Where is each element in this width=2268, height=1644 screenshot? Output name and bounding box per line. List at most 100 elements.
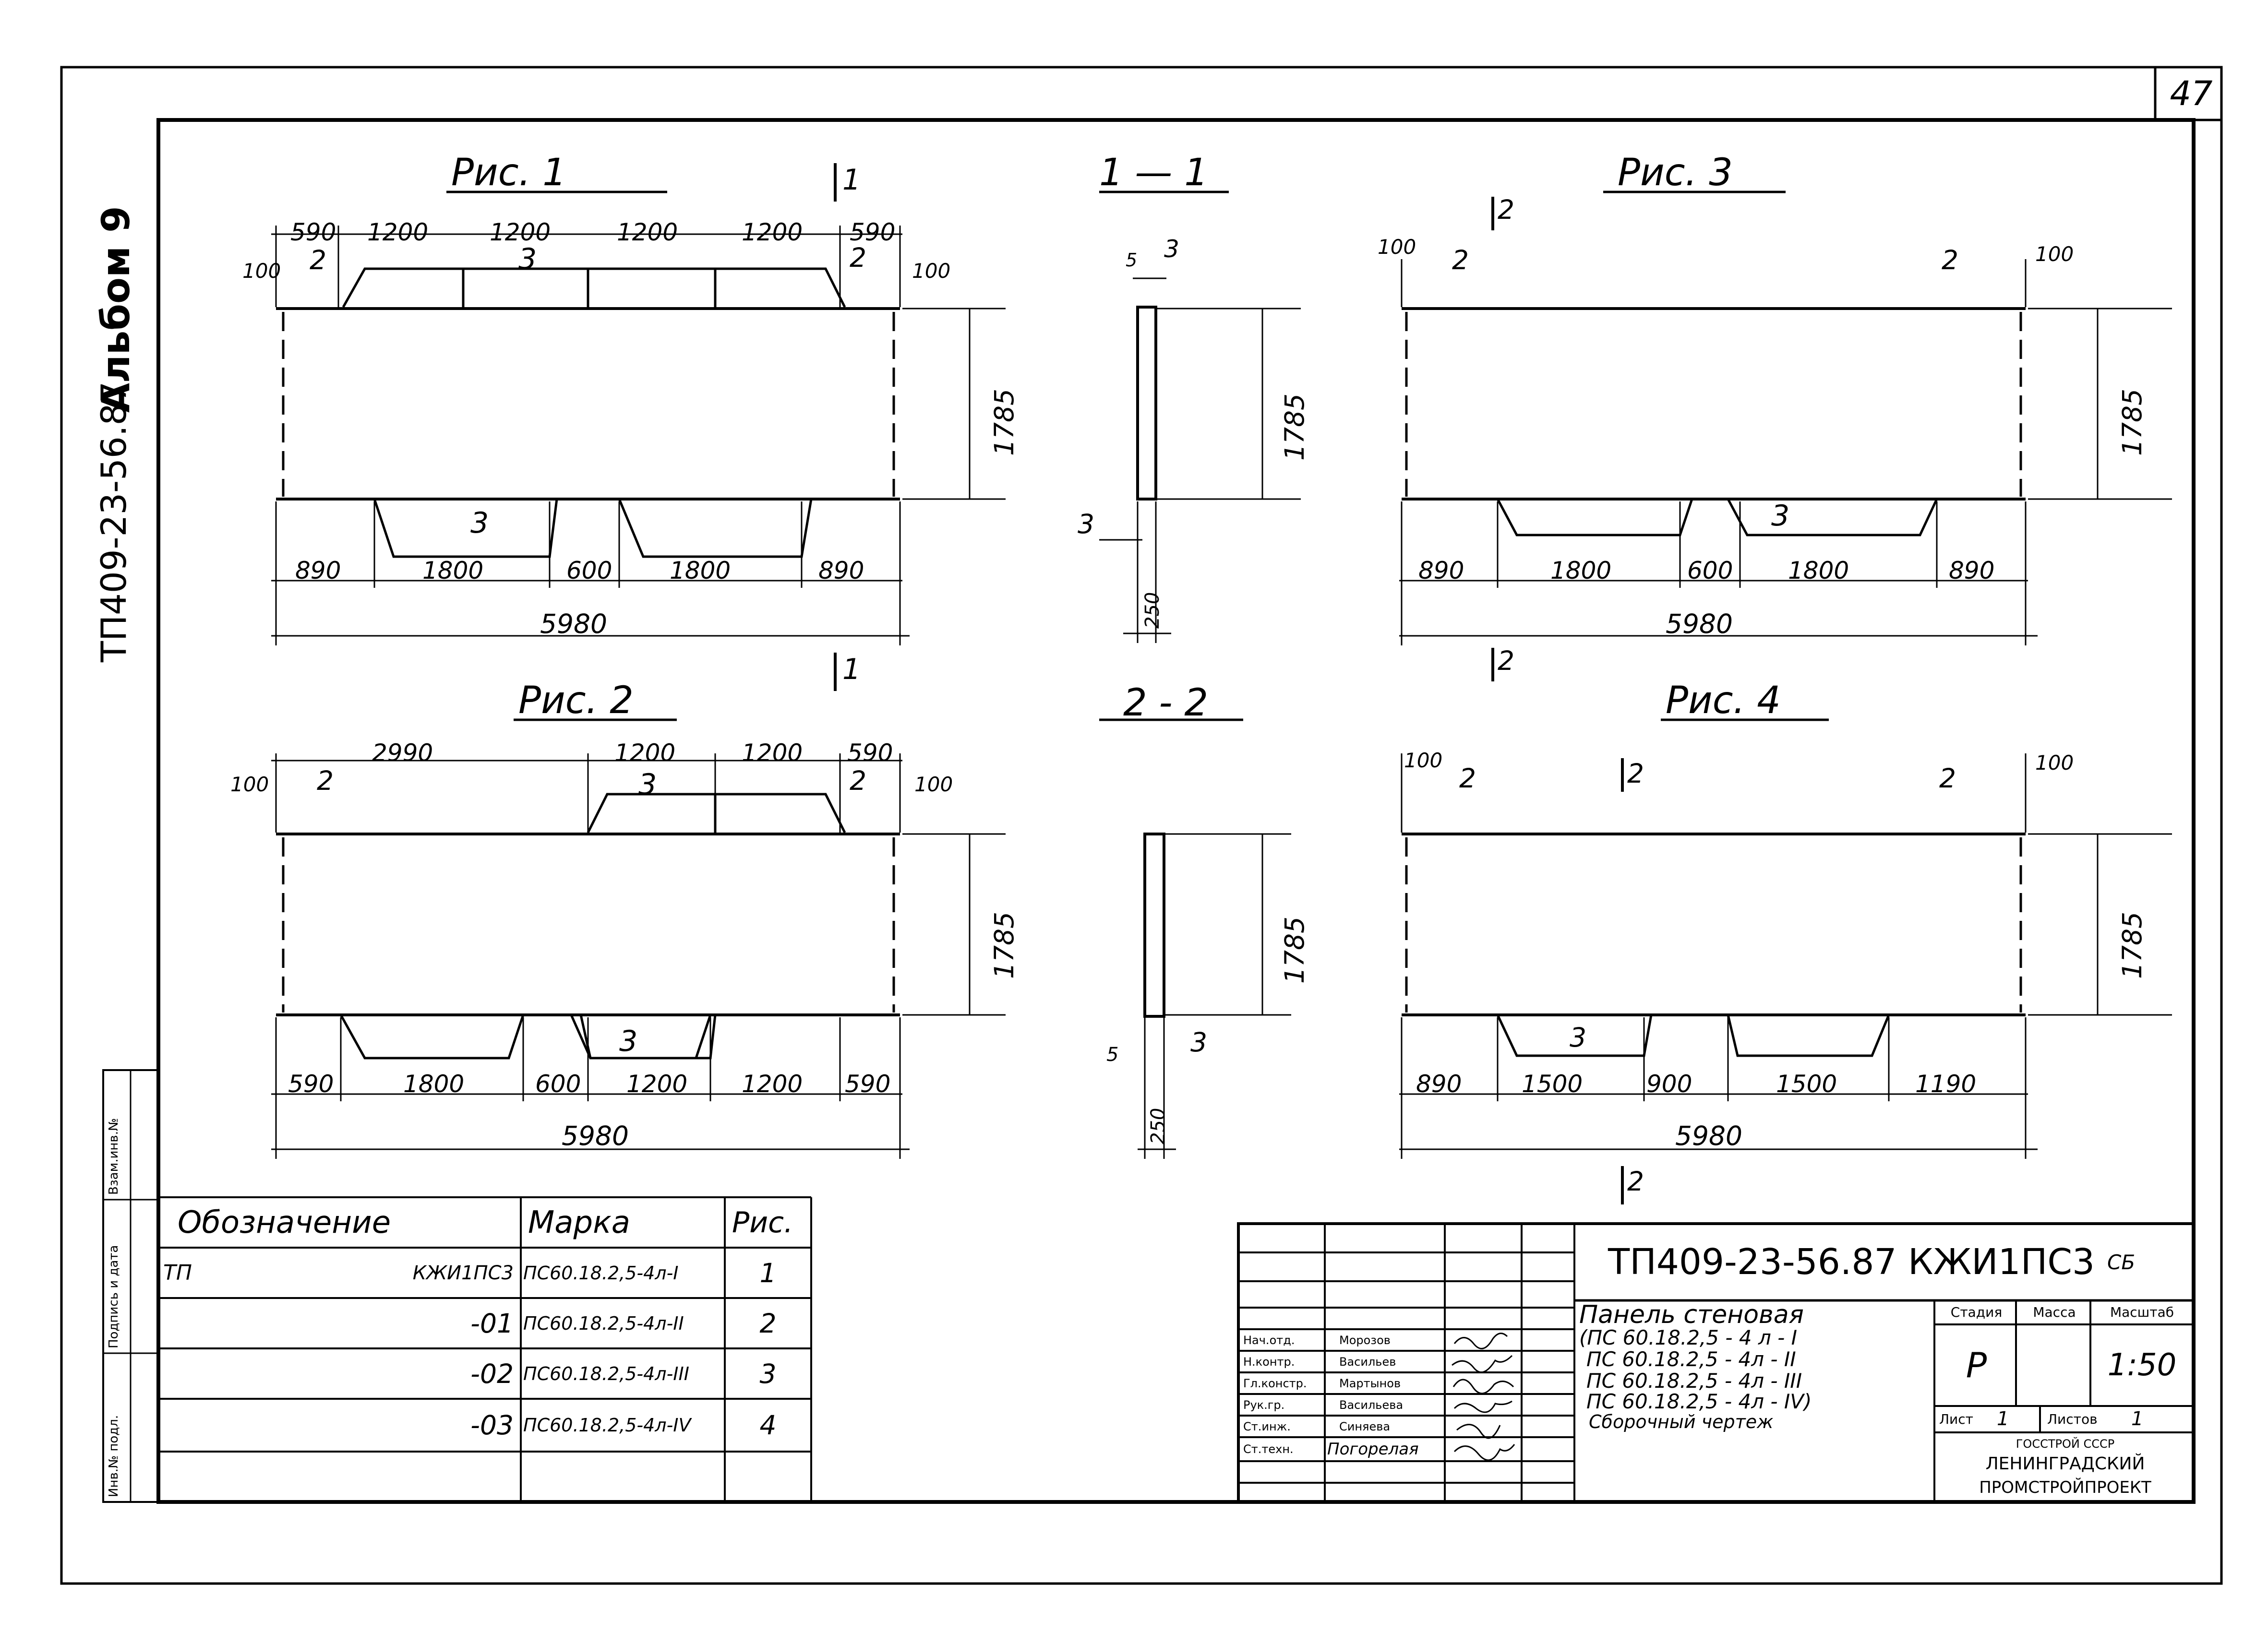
section-2-2-title: 2 - 2 bbox=[1123, 681, 1208, 725]
fig3-label-c: 3 bbox=[1771, 499, 1790, 533]
fig1-bottom-dim-3: 1800 bbox=[670, 557, 731, 584]
mass-label: Масса bbox=[2033, 1304, 2076, 1320]
sheet-number: 47 bbox=[2170, 74, 2213, 113]
fig1-bottom-dim-0: 890 bbox=[295, 557, 341, 584]
fig3-bottom-dim-3: 1800 bbox=[1788, 557, 1849, 584]
fig1-label-c: 2 bbox=[850, 242, 866, 273]
person-name: Мартынов bbox=[1339, 1376, 1401, 1390]
fig4-edge-left: 100 bbox=[1404, 749, 1443, 772]
fig2-total: 5980 bbox=[562, 1120, 629, 1151]
inner-frame bbox=[156, 118, 2196, 1504]
scale-label: Масштаб bbox=[2110, 1304, 2174, 1320]
fig2-height: 1785 bbox=[989, 912, 1020, 979]
org-line-2: ПРОМСТРОЙПРОЕКТ bbox=[1979, 1478, 2151, 1497]
spec-row-fig: 4 bbox=[759, 1410, 777, 1441]
fig1-bottom-dim-2: 600 bbox=[566, 557, 612, 584]
doc-name-line-2: ПС 60.18.2,5 - 4л - II bbox=[1586, 1347, 1796, 1371]
fig4-bottom-dim-3: 1500 bbox=[1776, 1070, 1837, 1098]
person-role: Н.контр. bbox=[1243, 1355, 1295, 1369]
fig4-label-c: 3 bbox=[1570, 1022, 1586, 1053]
section-2-2-label-a: 3 bbox=[1190, 1027, 1207, 1058]
section-2-2-thick: 250 bbox=[1147, 1108, 1169, 1144]
fig2-bottom-dim-5: 590 bbox=[845, 1070, 891, 1098]
fig4-bottom-dim-4: 1190 bbox=[1915, 1070, 1977, 1098]
doc-name-line-1: (ПС 60.18.2,5 - 4 л - I bbox=[1579, 1326, 1798, 1349]
section-1-1-drawing bbox=[1099, 191, 1301, 643]
fig1-label-a: 2 bbox=[310, 245, 326, 275]
fig3-section-mark-bottom: 2 bbox=[1498, 645, 1514, 676]
fig2-top-dim-1: 1200 bbox=[614, 739, 676, 767]
section-2-2-bottom-dim: 5 bbox=[1106, 1044, 1119, 1066]
fig3-bottom-dim-4: 890 bbox=[1949, 557, 1995, 584]
figure-4-drawing bbox=[1399, 718, 2172, 1204]
figure-3-drawing bbox=[1399, 191, 2172, 681]
fig4-total: 5980 bbox=[1675, 1120, 1742, 1151]
fig2-title: Рис. 2 bbox=[518, 679, 634, 722]
person-role: Ст.инж. bbox=[1243, 1419, 1291, 1433]
spec-row-mark: ПС60.18.2,5-4л-III bbox=[523, 1363, 689, 1384]
sheet-label: Лист bbox=[1939, 1411, 1973, 1427]
person-role: Рук.гр. bbox=[1243, 1398, 1285, 1412]
spec-row-code: -01 bbox=[470, 1308, 514, 1339]
fig1-top-dim-3: 1200 bbox=[617, 218, 678, 246]
stamp-label-3: Взам.инв.№ bbox=[107, 1118, 121, 1195]
figure-1-drawing bbox=[271, 163, 1006, 691]
fig1-height: 1785 bbox=[989, 389, 1020, 456]
fig3-height: 1785 bbox=[2117, 389, 2148, 456]
person-name: Морозов bbox=[1339, 1333, 1391, 1347]
stage-label: Стадия bbox=[1950, 1304, 2003, 1320]
scale-value: 1:50 bbox=[2107, 1347, 2177, 1383]
outer-frame bbox=[60, 66, 2223, 1585]
signatures bbox=[1452, 1333, 1515, 1461]
org-line-1: ЛЕНИНГРАДСКИЙ bbox=[1985, 1453, 2145, 1474]
spec-header-designation: Обозначение bbox=[178, 1204, 391, 1240]
spec-header-fig: Рис. bbox=[732, 1205, 793, 1239]
fig1-top-dim-5: 590 bbox=[850, 218, 896, 246]
doc-name-line-3: ПС 60.18.2,5 - 4л - III bbox=[1586, 1369, 1802, 1393]
spec-row-fig: 2 bbox=[759, 1308, 777, 1339]
section-1-1-thick: 250 bbox=[1141, 592, 1164, 629]
fig2-bottom-dim-4: 1200 bbox=[742, 1070, 803, 1098]
section-1-1-label-b: 3 bbox=[1078, 509, 1094, 539]
person-name: Васильева bbox=[1339, 1398, 1404, 1412]
fig2-top-dim-0: 2990 bbox=[372, 739, 433, 767]
sheets-label: Листов bbox=[2047, 1411, 2098, 1427]
fig2-bottom-dim-3: 1200 bbox=[626, 1070, 688, 1098]
person-name: Синяева bbox=[1339, 1419, 1391, 1433]
fig2-top-dim-3: 590 bbox=[847, 739, 893, 767]
fig2-bottom-dim-1: 1800 bbox=[403, 1070, 465, 1098]
spec-header-mark: Марка bbox=[528, 1204, 630, 1240]
doc-name-line-5: Сборочный чертеж bbox=[1589, 1411, 1774, 1432]
person-role: Ст.техн. bbox=[1243, 1442, 1294, 1456]
stage-value: Р bbox=[1966, 1345, 1987, 1385]
fig1-section-mark-bottom: 1 bbox=[842, 653, 861, 686]
doc-suffix: СБ bbox=[2107, 1250, 2136, 1274]
person-name: Погорелая bbox=[1327, 1440, 1419, 1459]
fig3-total: 5980 bbox=[1666, 608, 1733, 639]
fig2-bottom-dim-2: 600 bbox=[535, 1070, 581, 1098]
fig4-edge-right: 100 bbox=[2035, 751, 2074, 774]
person-role: Нач.отд. bbox=[1243, 1333, 1295, 1347]
fig3-bottom-dim-1: 1800 bbox=[1550, 557, 1612, 584]
fig4-label-a: 2 bbox=[1459, 763, 1476, 794]
fig2-label-b: 3 bbox=[638, 768, 657, 801]
fig3-bottom-dim-0: 890 bbox=[1418, 557, 1464, 584]
fig2-label-d: 3 bbox=[619, 1025, 638, 1058]
fig1-section-mark-top: 1 bbox=[842, 163, 861, 197]
spec-row-mark: ПС60.18.2,5-4л-I bbox=[523, 1262, 679, 1284]
fig3-label-a: 2 bbox=[1452, 245, 1469, 275]
fig3-section-mark-top: 2 bbox=[1498, 194, 1514, 225]
doc-name-line-0: Панель стеновая bbox=[1579, 1300, 1804, 1329]
section-1-1-top-dim: 5 bbox=[1126, 250, 1138, 271]
fig4-section-mark-bottom: 2 bbox=[1627, 1166, 1644, 1197]
org-line-0: ГОССТРОЙ СССР bbox=[2016, 1437, 2115, 1451]
fig2-label-a: 2 bbox=[317, 765, 334, 796]
fig4-label-b: 2 bbox=[1939, 763, 1956, 794]
person-role: Гл.констр. bbox=[1243, 1376, 1307, 1390]
spec-row-code: -03 bbox=[470, 1410, 514, 1441]
fig1-top-dim-4: 1200 bbox=[742, 218, 803, 246]
stamp-label-2: Подпись и дата bbox=[107, 1245, 121, 1348]
spec-row-fig: 1 bbox=[759, 1257, 777, 1288]
fig3-bottom-dim-2: 600 bbox=[1687, 557, 1733, 584]
